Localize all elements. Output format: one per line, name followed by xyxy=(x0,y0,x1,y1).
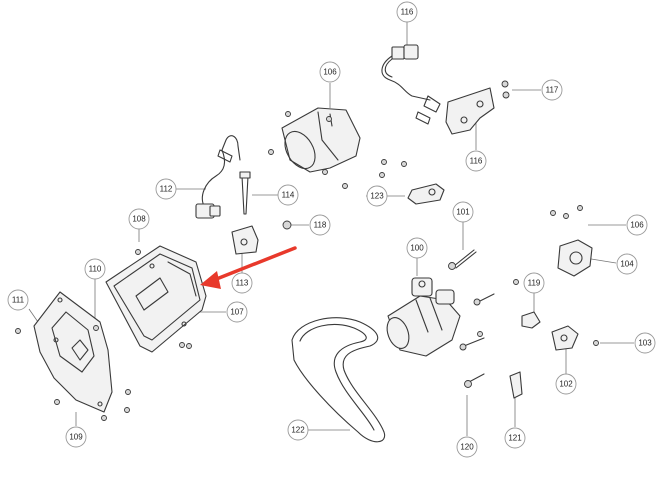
callout-111: 111 xyxy=(7,289,29,311)
svg-text:118: 118 xyxy=(314,221,327,230)
sensor-housing xyxy=(550,205,593,277)
drive-belt xyxy=(291,317,386,443)
clip-121 xyxy=(509,371,523,399)
callout-121: 121 xyxy=(504,427,526,449)
svg-text:108: 108 xyxy=(132,215,146,224)
callout-107: 107 xyxy=(226,301,248,323)
sensor-123 xyxy=(407,183,445,205)
callout-100: 100 xyxy=(406,237,428,259)
callout-109: 109 xyxy=(65,426,87,448)
callout-103: 103 xyxy=(634,332,656,354)
bolts-117 xyxy=(501,80,510,99)
svg-text:114: 114 xyxy=(282,191,295,200)
svg-text:116: 116 xyxy=(470,157,483,166)
callout-110: 110 xyxy=(84,258,106,280)
starter-motor xyxy=(386,277,461,357)
callout-106-right: 106 xyxy=(626,214,648,236)
heat-shield xyxy=(281,107,361,175)
callout-123: 123 xyxy=(366,185,388,207)
highlight-arrow xyxy=(200,246,297,289)
leader-lines xyxy=(28,22,634,436)
long-bolts xyxy=(448,249,495,388)
svg-text:113: 113 xyxy=(236,279,249,288)
callout-101: 101 xyxy=(452,201,474,223)
svg-text:107: 107 xyxy=(230,308,244,317)
svg-text:121: 121 xyxy=(508,434,522,443)
svg-text:109: 109 xyxy=(69,433,83,442)
svg-text:106: 106 xyxy=(323,68,337,77)
callout-106-top: 106 xyxy=(319,61,341,83)
svg-text:103: 103 xyxy=(638,339,652,348)
svg-text:104: 104 xyxy=(620,260,634,269)
svg-text:120: 120 xyxy=(460,443,474,452)
oxygen-sensor-upper xyxy=(381,44,441,125)
callout-104: 104 xyxy=(616,253,638,275)
svg-text:111: 111 xyxy=(12,296,25,305)
callout-118: 118 xyxy=(309,214,331,236)
callout-labels: 116 106 117 116 112 114 123 118 108 101 … xyxy=(7,1,656,458)
svg-text:100: 100 xyxy=(410,244,424,253)
sensor-102 xyxy=(551,325,599,351)
sensor-119 xyxy=(513,279,541,329)
svg-text:110: 110 xyxy=(89,265,102,274)
nut-118 xyxy=(282,220,292,230)
svg-text:117: 117 xyxy=(546,86,559,95)
bolts-heat-shield xyxy=(268,149,407,189)
callout-119: 119 xyxy=(523,272,545,294)
callout-108: 108 xyxy=(128,208,150,230)
callout-102: 102 xyxy=(555,373,577,395)
callout-114: 114 xyxy=(277,184,299,206)
svg-text:123: 123 xyxy=(370,192,384,201)
svg-text:106: 106 xyxy=(630,221,644,230)
callout-116-bracket: 116 xyxy=(465,150,487,172)
svg-text:112: 112 xyxy=(160,185,173,194)
bracket-113 xyxy=(231,225,259,255)
callout-120: 120 xyxy=(456,436,478,458)
svg-text:101: 101 xyxy=(456,208,470,217)
mounting-bracket xyxy=(15,291,131,421)
svg-text:116: 116 xyxy=(401,8,414,17)
callout-116-top: 116 xyxy=(396,1,418,23)
svg-text:122: 122 xyxy=(291,426,305,435)
oxygen-sensor-lower xyxy=(195,135,241,219)
callout-122: 122 xyxy=(287,419,309,441)
callout-113: 113 xyxy=(231,272,253,294)
control-module xyxy=(105,245,207,353)
sensor-bracket xyxy=(445,87,495,135)
svg-text:102: 102 xyxy=(559,380,573,389)
svg-text:119: 119 xyxy=(528,279,541,288)
callout-112: 112 xyxy=(155,178,177,200)
callout-117: 117 xyxy=(541,79,563,101)
tie-strap xyxy=(239,171,251,215)
